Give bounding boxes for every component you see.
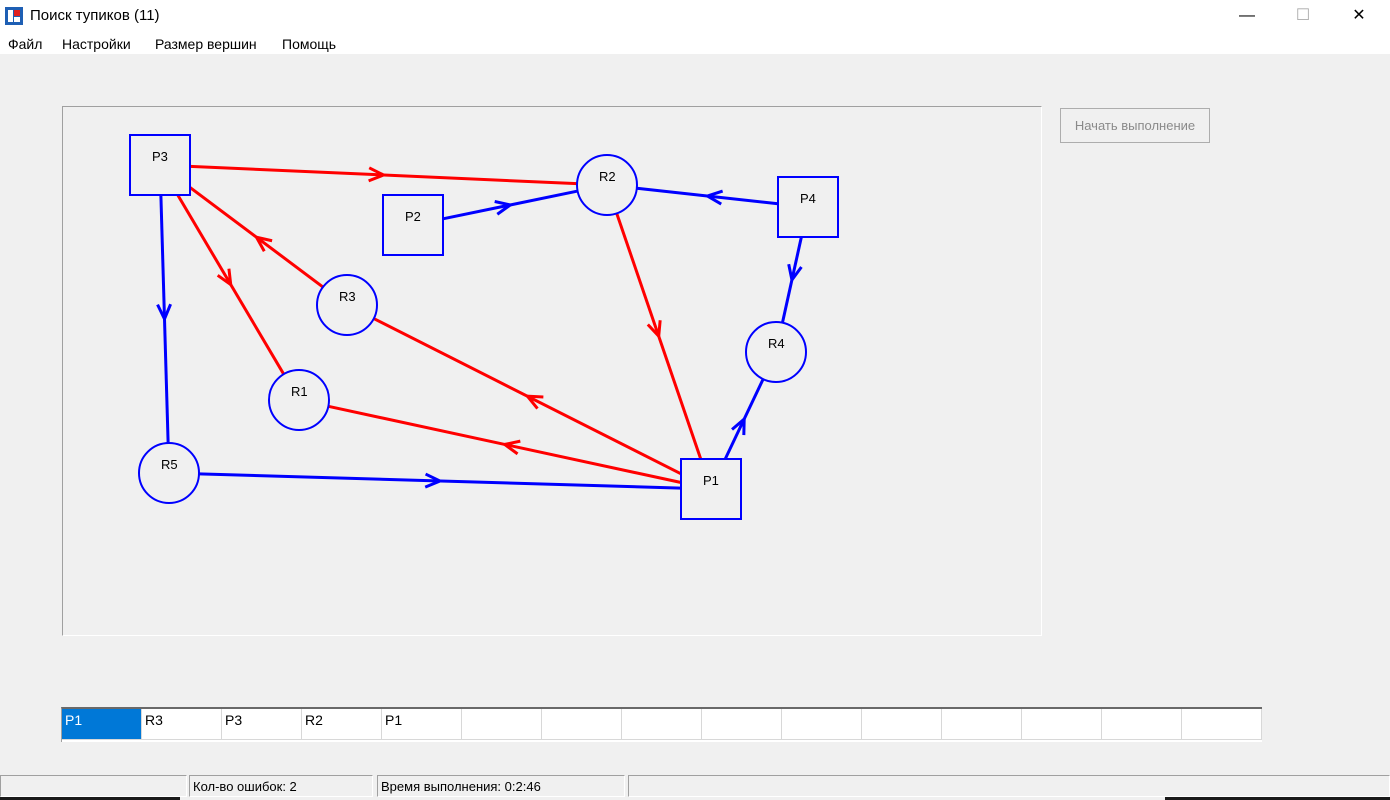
menu-file[interactable]: Файл bbox=[8, 36, 43, 52]
node-label: P4 bbox=[800, 191, 816, 206]
node-label: R3 bbox=[339, 289, 356, 304]
path-cell[interactable]: R3 bbox=[142, 709, 222, 740]
arrowhead-p3-r5 bbox=[156, 303, 172, 323]
path-cell[interactable]: P1 bbox=[382, 709, 462, 740]
process-node-p1[interactable] bbox=[680, 458, 742, 520]
arrowhead-p3-r1 bbox=[216, 268, 233, 288]
window-title: Поиск тупиков (11) bbox=[30, 7, 160, 24]
path-cell[interactable]: R2 bbox=[302, 709, 382, 740]
process-node-p4[interactable] bbox=[777, 176, 839, 238]
resource-node-r5[interactable] bbox=[138, 442, 200, 504]
bottom-strip bbox=[0, 797, 1390, 800]
node-label: P1 bbox=[703, 473, 719, 488]
resource-node-r1[interactable] bbox=[268, 369, 330, 431]
status-panel-extra bbox=[628, 775, 1390, 797]
arrowhead-p2-r2 bbox=[494, 200, 514, 216]
arrowhead-p4-r4 bbox=[787, 263, 803, 284]
node-label: P2 bbox=[405, 209, 421, 224]
path-cell[interactable] bbox=[1022, 709, 1102, 740]
process-node-p2[interactable] bbox=[382, 194, 444, 256]
path-cell[interactable] bbox=[542, 709, 622, 740]
app-icon bbox=[5, 7, 23, 25]
resource-node-r3[interactable] bbox=[316, 274, 378, 336]
menu-help[interactable]: Помощь bbox=[282, 36, 337, 52]
node-label: R2 bbox=[599, 169, 616, 184]
path-cell[interactable] bbox=[1102, 709, 1182, 740]
status-panel-empty bbox=[0, 775, 187, 797]
title-bar: Поиск тупиков (11) — ☐ ✕ bbox=[0, 0, 1390, 32]
node-label: R4 bbox=[768, 336, 785, 351]
path-cell[interactable]: P3 bbox=[222, 709, 302, 740]
process-node-p3[interactable] bbox=[129, 134, 191, 196]
node-label: R5 bbox=[161, 457, 178, 472]
node-label: R1 bbox=[291, 384, 308, 399]
maximize-button[interactable]: ☐ bbox=[1295, 7, 1311, 24]
menu-vertex-size[interactable]: Размер вершин bbox=[155, 36, 257, 52]
status-time: Время выполнения: 0:2:46 bbox=[377, 775, 625, 797]
minimize-button[interactable]: — bbox=[1239, 7, 1255, 24]
path-cell[interactable] bbox=[462, 709, 542, 740]
status-errors: Кол-во ошибок: 2 bbox=[189, 775, 373, 797]
arrowhead-p1-r1 bbox=[501, 439, 521, 456]
path-cell[interactable] bbox=[1182, 709, 1262, 740]
arrowhead-r3-p3 bbox=[253, 235, 273, 252]
path-cell[interactable] bbox=[862, 709, 942, 740]
status-bar: Кол-во ошибок: 2 Время выполнения: 0:2:4… bbox=[0, 775, 1390, 800]
path-cell[interactable] bbox=[622, 709, 702, 740]
menu-settings[interactable]: Настройки bbox=[62, 36, 131, 52]
start-execution-button[interactable]: Начать выполнение bbox=[1060, 108, 1210, 143]
path-cell[interactable] bbox=[782, 709, 862, 740]
resource-node-r2[interactable] bbox=[576, 154, 638, 216]
arrowhead-r2-p1 bbox=[646, 320, 662, 340]
close-button[interactable]: ✕ bbox=[1352, 7, 1366, 24]
node-label: P3 bbox=[152, 149, 168, 164]
arrowhead-r5-p1 bbox=[424, 472, 444, 489]
path-cell[interactable]: P1 bbox=[62, 709, 142, 740]
arrowhead-p1-r3 bbox=[524, 394, 544, 410]
menu-bar: Файл Настройки Размер вершин Помощь bbox=[0, 32, 1390, 54]
path-cell[interactable] bbox=[702, 709, 782, 740]
arrowhead-p1-r4 bbox=[731, 415, 746, 436]
arrowhead-p4-r2 bbox=[703, 189, 724, 206]
resource-node-r4[interactable] bbox=[745, 321, 807, 383]
path-cell[interactable] bbox=[942, 709, 1022, 740]
arrowhead-p3-r2 bbox=[368, 166, 388, 183]
